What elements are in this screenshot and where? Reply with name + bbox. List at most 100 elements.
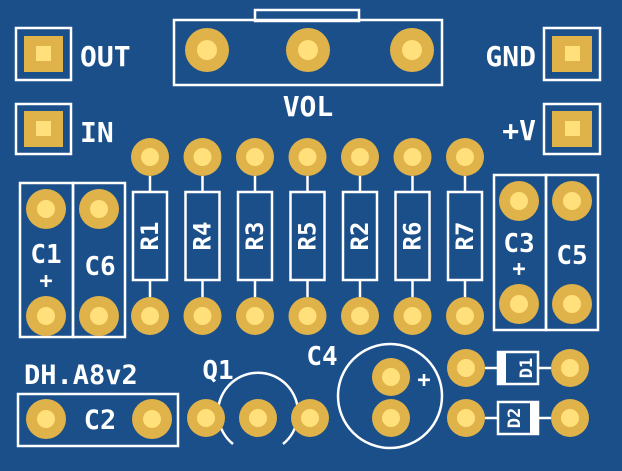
out-connector: OUT <box>14 26 131 82</box>
c1-plus-mark: + <box>39 269 52 294</box>
d2-body <box>496 400 540 436</box>
c5-outline <box>544 173 600 332</box>
d2-pad-left[interactable] <box>447 399 485 437</box>
resistor-label: R2 <box>346 222 374 251</box>
out-outline <box>14 26 73 82</box>
resistor-body <box>289 190 326 282</box>
resistor-label: R3 <box>241 222 269 251</box>
d1-body <box>496 350 540 386</box>
c2-outline <box>16 392 180 448</box>
c1-pad-top[interactable] <box>26 189 66 229</box>
vplus-connector: +V <box>502 102 602 156</box>
c2-pad-right[interactable] <box>132 399 172 439</box>
pot-pad-1[interactable] <box>185 28 229 72</box>
c4-plus-mark: + <box>417 368 430 393</box>
c3-plus-mark: + <box>512 257 525 282</box>
resistor-pad-top[interactable] <box>393 138 432 176</box>
resistor-pad-top[interactable] <box>288 138 327 176</box>
d2-cathode-band <box>530 403 537 433</box>
resistor-row: R1 R4 R3 R5 R2 R6 R7 <box>131 138 484 335</box>
c4-pad-minus[interactable] <box>372 399 410 437</box>
resistor-pad-bottom[interactable] <box>393 297 432 335</box>
gnd-outline <box>542 26 602 82</box>
c4-pad-plus[interactable] <box>372 358 410 396</box>
resistor-body <box>446 190 484 282</box>
d2-label: D2 <box>505 408 525 428</box>
vplus-outline <box>542 102 602 156</box>
c5-pad-top[interactable] <box>552 181 592 221</box>
pot-pad-2[interactable] <box>286 28 330 72</box>
resistor-pad-bottom[interactable] <box>341 297 379 335</box>
c2-label: C2 <box>84 405 117 436</box>
c5-pad-bottom[interactable] <box>552 284 592 324</box>
d2-pad-right[interactable] <box>551 399 589 437</box>
q1-pad-2[interactable] <box>239 399 277 437</box>
c2-pad-left[interactable] <box>26 399 66 439</box>
pot-pad-3[interactable] <box>390 28 434 72</box>
resistor-pad-top[interactable] <box>446 138 484 176</box>
volume-pot: VOL <box>172 8 444 123</box>
d1-pad-left[interactable] <box>447 349 485 387</box>
resistor-label: R7 <box>451 222 479 251</box>
resistor-label: R6 <box>399 222 427 251</box>
d1-cathode-band <box>499 353 506 383</box>
resistor-r6: R6 <box>393 138 432 335</box>
c6-outline <box>71 181 127 339</box>
resistor-body <box>131 190 169 282</box>
resistor-pad-top[interactable] <box>236 138 274 176</box>
c1-pad-bottom[interactable] <box>26 296 66 336</box>
resistor-pad-bottom[interactable] <box>131 297 169 335</box>
resistor-label: R5 <box>294 222 322 251</box>
c5-label: C5 <box>556 241 587 271</box>
c3-pad-bottom[interactable] <box>499 284 539 324</box>
c2-capacitor: C2 <box>16 392 180 448</box>
c6-label: C6 <box>84 252 115 282</box>
d1-label: D1 <box>517 358 537 378</box>
resistor-r3: R3 <box>236 138 274 335</box>
resistor-r2: R2 <box>341 138 379 335</box>
resistor-pad-bottom[interactable] <box>183 297 222 335</box>
resistor-body <box>341 190 379 282</box>
in-outline <box>14 102 73 156</box>
in-connector: IN <box>14 102 114 156</box>
resistor-label: R4 <box>189 222 217 251</box>
c4-outline <box>336 342 444 450</box>
resistor-body <box>184 190 221 282</box>
resistor-pad-top[interactable] <box>131 138 169 176</box>
resistor-pad-top[interactable] <box>341 138 379 176</box>
d1-diode: D1 <box>447 349 589 387</box>
resistor-pad-bottom[interactable] <box>288 297 327 335</box>
q1-transistor: Q1 <box>187 356 329 445</box>
resistor-pad-bottom[interactable] <box>236 297 274 335</box>
resistor-body <box>394 190 431 282</box>
in-label: IN <box>80 116 114 149</box>
resistor-r4: R4 <box>183 138 222 335</box>
c4-label: C4 <box>306 342 337 372</box>
c3-c5-block: C3 + C5 <box>492 173 600 332</box>
in-pad-hole <box>36 121 51 136</box>
d1-pad-right[interactable] <box>551 349 589 387</box>
resistor-r5: R5 <box>288 138 327 335</box>
c3-label: C3 <box>503 229 534 259</box>
c6-pad-top[interactable] <box>79 189 119 229</box>
gnd-label: GND <box>485 40 536 73</box>
c1-label: C1 <box>30 240 61 270</box>
q1-pad-1[interactable] <box>187 399 225 437</box>
c6-pad-bottom[interactable] <box>79 296 119 336</box>
resistor-label: R1 <box>136 222 164 251</box>
vplus-pad-hole <box>565 121 580 136</box>
out-pad-hole <box>36 46 51 61</box>
resistor-pad-bottom[interactable] <box>446 297 484 335</box>
d2-diode: D2 <box>447 399 589 437</box>
gnd-pad-hole <box>565 46 580 61</box>
resistor-body <box>236 190 274 282</box>
q1-pad-3[interactable] <box>291 399 329 437</box>
resistor-pad-top[interactable] <box>183 138 222 176</box>
c3-pad-top[interactable] <box>499 181 539 221</box>
c4-capacitor: C4 + <box>306 342 444 450</box>
q1-label: Q1 <box>202 356 233 386</box>
pot-outline <box>172 18 444 87</box>
c1-c6-block: C1 + C6 <box>18 181 127 339</box>
